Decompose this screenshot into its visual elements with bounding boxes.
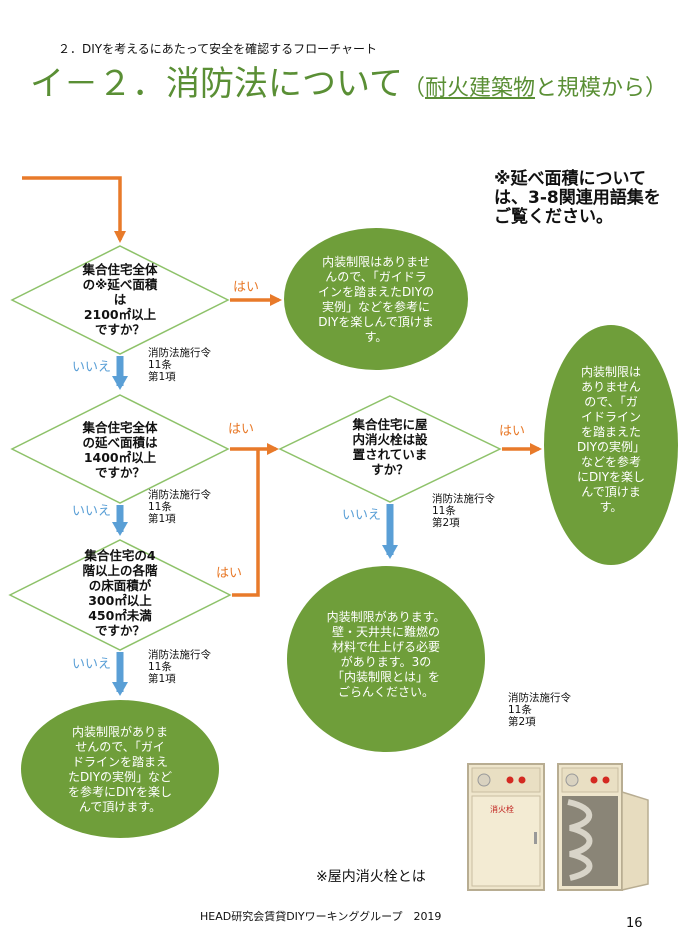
hydrant-cabinet-open-image (557, 763, 649, 891)
law-ref-2: 消防法施行令 11条 第1項 (148, 489, 211, 525)
law-ref-1: 消防法施行令 11条 第1項 (148, 347, 211, 383)
title-main: イ－２．消防法について (30, 64, 403, 104)
page-number: 16 (626, 916, 643, 931)
outcome-o4-circle (287, 566, 485, 752)
outcome-o1-text: 内装制限はありませ んので、「ガイドラ インを踏まえたDIYの 実例」などを参考… (317, 255, 435, 344)
yes-label-q2: はい (228, 422, 255, 437)
decision-q1-text: 集合住宅全体 の※延べ面積 は 2100㎡以上 ですか？ (82, 262, 158, 337)
law-ref-3: 消防法施行令 11条 第1項 (148, 649, 211, 685)
entry-arrow (22, 176, 126, 243)
outcome-o3-circle (21, 700, 219, 838)
footer-credit: HEAD研究会賃貸DIYワーキンググループ 2019 (200, 910, 442, 923)
decision-q3-diamond (8, 539, 232, 651)
yes-label-q1: はい (233, 280, 260, 295)
no-label-q1: いいえ (72, 360, 112, 375)
no-label-q2: いいえ (72, 504, 112, 519)
floor-area-note: ※延べ面積については、3-8関連用語集をご覧ください。 (494, 169, 661, 227)
decision-q4-diamond (278, 395, 502, 503)
cabinet-label: 消火栓 (490, 804, 514, 814)
decision-q2-diamond (10, 394, 230, 504)
title-paren-underlined[interactable]: 耐火建築物 (425, 76, 536, 101)
decision-q1-diamond (10, 245, 230, 355)
decision-q2-text: 集合住宅全体 の延べ面積は 1400㎡以上 ですか？ (82, 420, 158, 480)
no-label-q4: いいえ (342, 508, 382, 523)
title-paren-rest: と規模から） (535, 76, 668, 101)
outcome-o1-circle (284, 228, 468, 370)
yes-label-q4: はい (499, 424, 526, 439)
decision-q4-text: 集合住宅に屋 内消火栓は設 置されていま すか？ (352, 417, 428, 477)
hydrant-label: ※屋内消火栓とは (316, 869, 426, 885)
outcome-o3-text: 内装制限がありま せんので、「ガイ ドラインを踏まえ たDIYの実例」など を参… (67, 725, 173, 814)
outcome-o4-text: 内装制限があります。 壁・天井共に難燃の 材料で仕上げる必要 があります。3の … (326, 610, 446, 699)
no-label-q3: いいえ (72, 657, 112, 672)
section-subtitle: ２．DIYを考えるにあたって安全を確認するフローチャート (58, 42, 378, 56)
outcome-o2-text: 内装制限は ありません ので、「ガ イドライン を踏まえた DIYの実例」 など… (576, 365, 646, 514)
outcome-o2-circle (544, 325, 678, 565)
law-ref-5: 消防法施行令 11条 第2項 (508, 692, 571, 728)
yes-arrow-q3 (232, 449, 260, 597)
hydrant-cabinet-closed-image: 消火栓 (467, 763, 545, 891)
yes-label-q3: はい (216, 566, 243, 581)
decision-q3-text: 集合住宅の4 階以上の各階 の床面積が 300㎡以上 450㎡未満 ですか？ (82, 548, 158, 638)
page-title: イ－２．消防法について（耐火建築物と規模から） (30, 64, 670, 109)
law-ref-4: 消防法施行令 11条 第2項 (432, 493, 495, 529)
title-paren-open: （ (402, 76, 425, 101)
